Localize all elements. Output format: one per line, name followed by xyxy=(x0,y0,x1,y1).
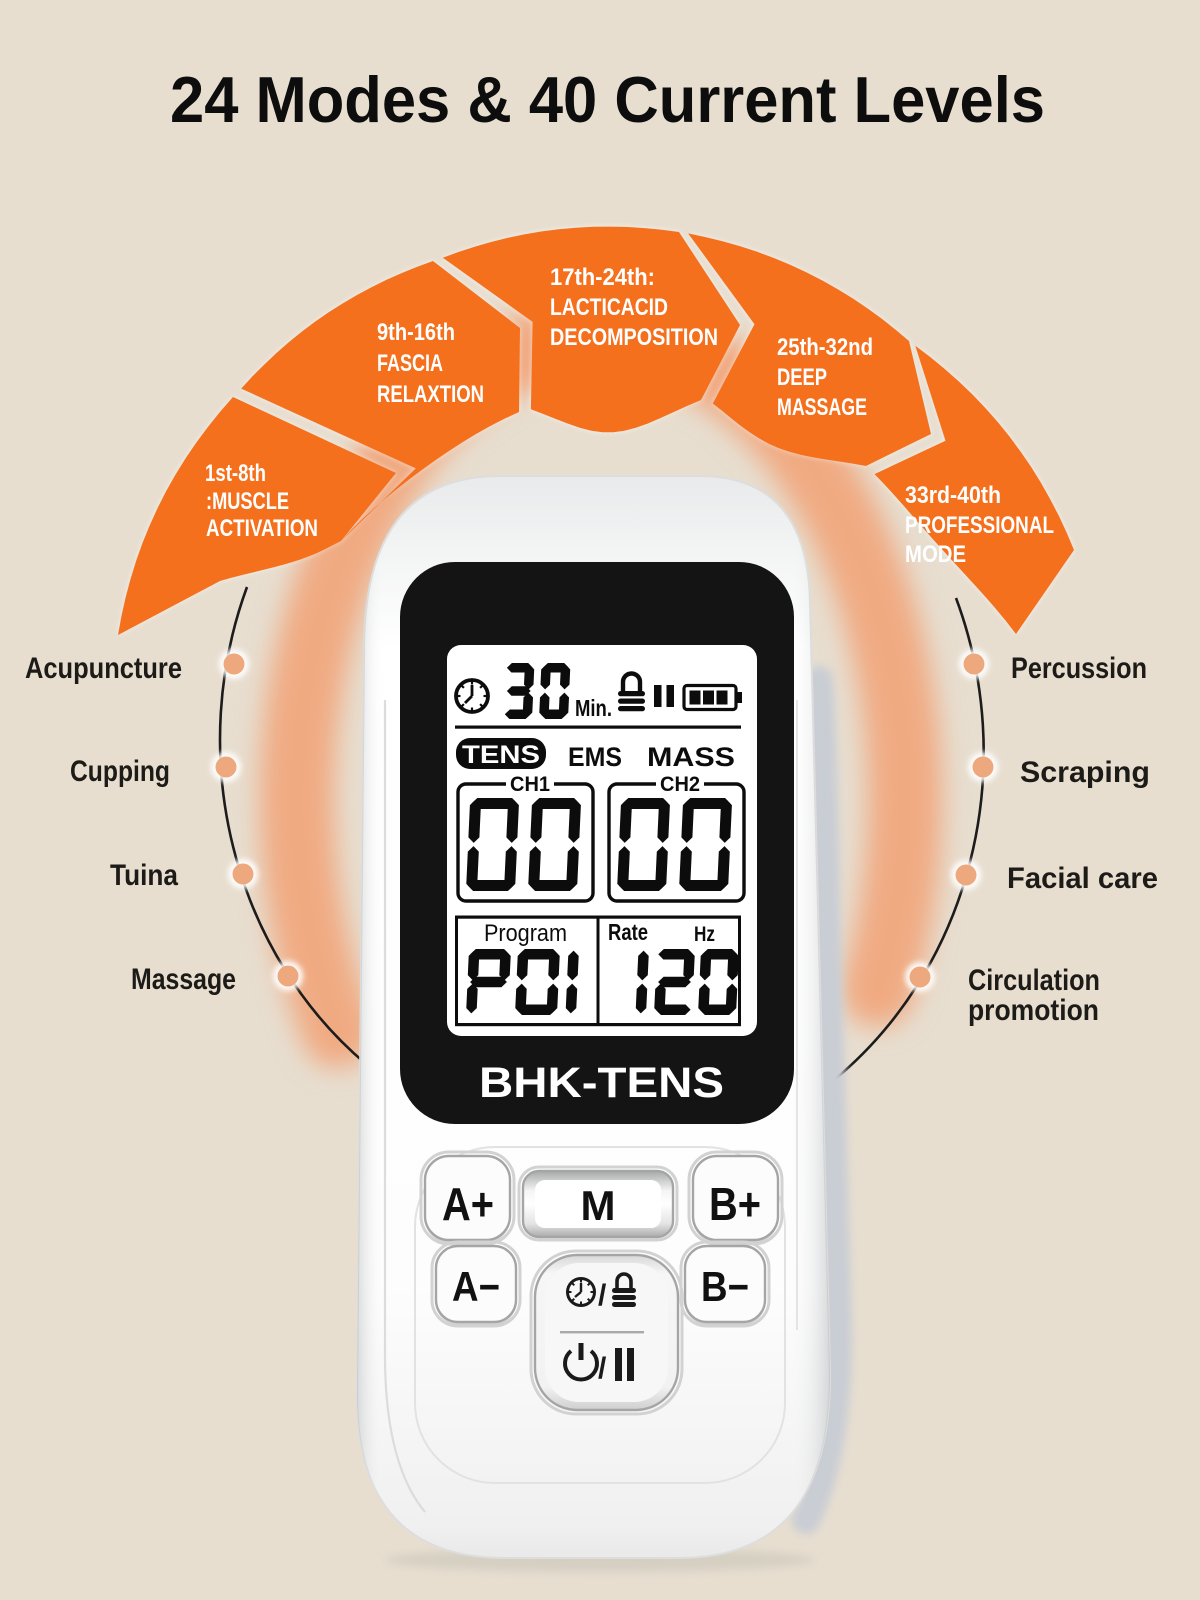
svg-text:B−: B− xyxy=(701,1263,749,1310)
svg-text:MASSAGE: MASSAGE xyxy=(777,394,867,421)
svg-text:DEEP: DEEP xyxy=(777,364,827,391)
svg-text:CH2: CH2 xyxy=(660,773,700,796)
svg-text:24 Modes & 40 Current Levels: 24 Modes & 40 Current Levels xyxy=(170,63,1045,136)
svg-text:Tuina: Tuina xyxy=(110,859,178,892)
svg-text:LACTICACID: LACTICACID xyxy=(550,294,668,321)
svg-text:Facial care: Facial care xyxy=(1007,862,1158,895)
svg-text:MASS: MASS xyxy=(647,742,735,772)
svg-text:Hz: Hz xyxy=(694,923,715,946)
svg-text:BHK-TENS: BHK-TENS xyxy=(479,1059,724,1107)
svg-text::MUSCLE: :MUSCLE xyxy=(206,488,289,515)
svg-text:MODE: MODE xyxy=(905,541,966,568)
svg-text:Scraping: Scraping xyxy=(1020,756,1150,789)
svg-text:A+: A+ xyxy=(442,1178,494,1230)
svg-text:1st-8th: 1st-8th xyxy=(205,460,266,487)
svg-text:CH1: CH1 xyxy=(510,773,550,796)
svg-text:A−: A− xyxy=(452,1263,500,1310)
svg-text:17th-24th:: 17th-24th: xyxy=(550,264,655,291)
svg-text:Cupping: Cupping xyxy=(70,755,170,788)
svg-text:EMS: EMS xyxy=(568,742,622,772)
svg-text:Program: Program xyxy=(484,920,567,947)
svg-text:/: / xyxy=(598,1279,607,1312)
svg-text:Rate: Rate xyxy=(608,919,648,945)
svg-text:Massage: Massage xyxy=(131,963,236,996)
svg-text:Circulation: Circulation xyxy=(968,964,1100,997)
svg-text:25th-32nd: 25th-32nd xyxy=(777,334,873,361)
svg-text:33rd-40th: 33rd-40th xyxy=(905,482,1001,509)
svg-text:promotion: promotion xyxy=(968,994,1099,1027)
svg-text:Acupuncture: Acupuncture xyxy=(25,652,182,685)
svg-text:M: M xyxy=(581,1182,616,1229)
svg-text:TENS: TENS xyxy=(462,741,540,769)
svg-text:RELAXTION: RELAXTION xyxy=(377,381,484,408)
svg-text:PROFESSIONAL: PROFESSIONAL xyxy=(905,512,1054,539)
svg-text:Percussion: Percussion xyxy=(1011,652,1147,685)
svg-text:B+: B+ xyxy=(709,1178,761,1230)
svg-text:ACTIVATION: ACTIVATION xyxy=(206,515,318,542)
svg-text:Min.: Min. xyxy=(575,695,612,721)
svg-text:9th-16th: 9th-16th xyxy=(377,319,455,346)
svg-text:DECOMPOSITION: DECOMPOSITION xyxy=(550,324,718,351)
svg-text:FASCIA: FASCIA xyxy=(377,350,443,377)
svg-text:/: / xyxy=(598,1352,607,1385)
